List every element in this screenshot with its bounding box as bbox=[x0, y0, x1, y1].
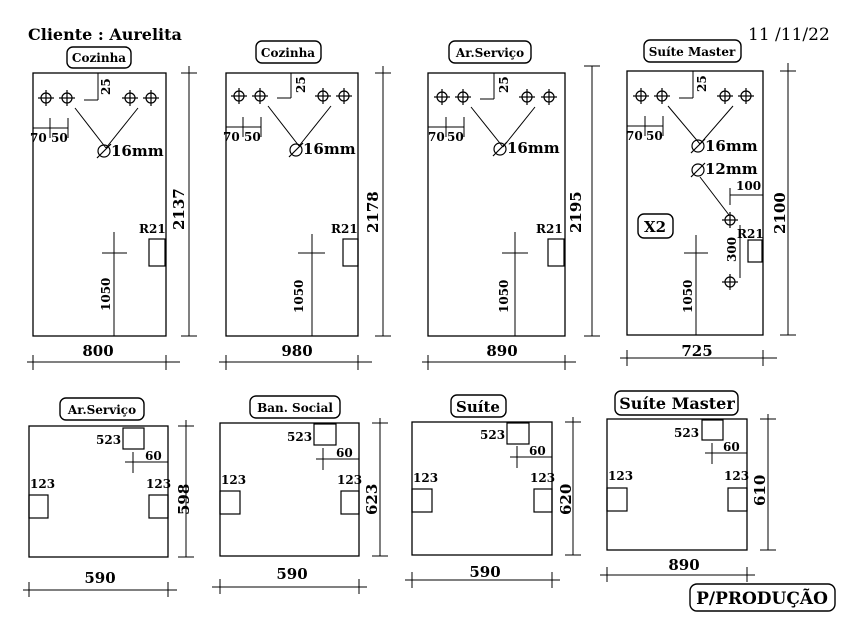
panel-3: Suíte 523 60 123 123 620 590 bbox=[405, 394, 581, 588]
door-4-d100: 100 bbox=[736, 179, 761, 193]
door-1-d50: 50 bbox=[51, 131, 68, 145]
door-3-d50: 50 bbox=[447, 130, 464, 144]
panel-1-d60: 60 bbox=[145, 449, 162, 463]
panel-4-left: 123 bbox=[608, 469, 633, 483]
door-4-hole2: 12mm bbox=[705, 160, 758, 178]
panel-2-title: Ban. Social bbox=[257, 401, 333, 415]
client-name: Cliente : Aurelita bbox=[28, 25, 182, 44]
panel-3-right: 123 bbox=[530, 471, 555, 485]
door-1-hole: 16mm bbox=[111, 142, 164, 160]
panel-1-height: 598 bbox=[175, 484, 193, 515]
door-4-width: 725 bbox=[681, 342, 712, 360]
panel-2-height: 623 bbox=[363, 484, 381, 515]
door-2-width: 980 bbox=[281, 342, 312, 360]
door-2-outline bbox=[225, 72, 359, 337]
panel-2-width: 590 bbox=[276, 565, 307, 583]
panel-1-d523: 523 bbox=[96, 433, 121, 447]
door-3: Ar.Serviço 25 70 50 16mm R21 1050 2195 8… bbox=[422, 40, 600, 370]
door-1-title: Cozinha bbox=[72, 51, 126, 65]
panel-4-d523: 523 bbox=[674, 426, 699, 440]
door-3-r: R21 bbox=[536, 222, 563, 236]
door-4-height: 2100 bbox=[771, 192, 789, 234]
panel-3-height: 620 bbox=[557, 484, 575, 515]
panel-1-title: Ar.Serviço bbox=[67, 403, 136, 417]
door-3-d70: 70 bbox=[428, 130, 445, 144]
door-1-width: 800 bbox=[82, 342, 113, 360]
door-2-r: R21 bbox=[331, 222, 358, 236]
door-4-title: Suíte Master bbox=[649, 45, 736, 59]
door-1-height: 2137 bbox=[170, 188, 188, 230]
panel-2-d60: 60 bbox=[336, 446, 353, 460]
door-2-d70: 70 bbox=[223, 130, 240, 144]
door-1-outline bbox=[32, 72, 167, 337]
door-2-v1050: 1050 bbox=[292, 280, 306, 313]
panel-3-width: 590 bbox=[469, 563, 500, 581]
panel-2-outline bbox=[219, 422, 360, 557]
production-stamp: P/PRODUÇÃO bbox=[696, 587, 828, 609]
door-3-width: 890 bbox=[486, 342, 517, 360]
panel-1-left: 123 bbox=[30, 477, 55, 491]
door-3-outline bbox=[427, 72, 566, 337]
door-1-d70: 70 bbox=[30, 131, 47, 145]
panel-4-d60: 60 bbox=[723, 440, 740, 454]
panel-4-right: 123 bbox=[724, 469, 749, 483]
panel-1: Ar.Serviço 523 60 123 123 598 590 bbox=[23, 397, 194, 597]
door-4: Suíte Master 25 70 50 16mm 12mm 100 300 … bbox=[620, 39, 796, 366]
door-2-d25: 25 bbox=[294, 76, 308, 93]
door-4-v1050: 1050 bbox=[681, 280, 695, 313]
door-3-v1050: 1050 bbox=[497, 280, 511, 313]
door-2-d50: 50 bbox=[244, 130, 261, 144]
door-3-title: Ar.Serviço bbox=[455, 46, 524, 60]
door-4-d70: 70 bbox=[626, 129, 643, 143]
panel-3-d60: 60 bbox=[529, 444, 546, 458]
panel-3-title: Suíte bbox=[456, 398, 500, 416]
panel-4-title: Suíte Master bbox=[619, 394, 735, 413]
door-2-height: 2178 bbox=[364, 191, 382, 233]
door-2-hole: 16mm bbox=[303, 140, 356, 158]
door-4-r: R21 bbox=[737, 227, 764, 241]
panel-2-right: 123 bbox=[337, 473, 362, 487]
door-4-d25: 25 bbox=[695, 75, 709, 92]
panel-4: Suíte Master 523 60 123 123 610 890 bbox=[600, 390, 776, 582]
door-3-height: 2195 bbox=[567, 191, 585, 233]
door-4-x2: X2 bbox=[644, 218, 666, 236]
panel-2: Ban. Social 523 60 123 123 623 590 bbox=[212, 395, 388, 594]
door-4-d300: 300 bbox=[725, 237, 739, 262]
panel-3-d523: 523 bbox=[480, 428, 505, 442]
panel-2-left: 123 bbox=[221, 473, 246, 487]
door-2-title: Cozinha bbox=[261, 46, 315, 60]
panel-2-d523: 523 bbox=[287, 430, 312, 444]
panel-4-height: 610 bbox=[751, 475, 769, 506]
panel-1-right: 123 bbox=[146, 477, 171, 491]
panel-4-outline bbox=[606, 418, 748, 551]
door-4-hole: 16mm bbox=[705, 137, 758, 155]
panel-1-outline bbox=[28, 425, 169, 558]
door-2: Cozinha 25 70 50 16mm R21 1050 2178 980 bbox=[219, 40, 391, 370]
date: 11 /11/22 bbox=[748, 25, 830, 45]
panel-3-left: 123 bbox=[413, 471, 438, 485]
door-3-hole: 16mm bbox=[507, 139, 560, 157]
door-3-d25: 25 bbox=[497, 76, 511, 93]
door-4-outline bbox=[626, 70, 764, 336]
door-1-v1050: 1050 bbox=[99, 278, 113, 311]
panel-1-width: 590 bbox=[84, 569, 115, 587]
panel-4-width: 890 bbox=[668, 556, 699, 574]
door-1-d25: 25 bbox=[99, 78, 113, 95]
door-1-r: R21 bbox=[139, 222, 166, 236]
door-1: Cozinha 25 70 50 16mm R21 1050 2137 800 bbox=[27, 46, 197, 370]
door-4-d50: 50 bbox=[646, 129, 663, 143]
